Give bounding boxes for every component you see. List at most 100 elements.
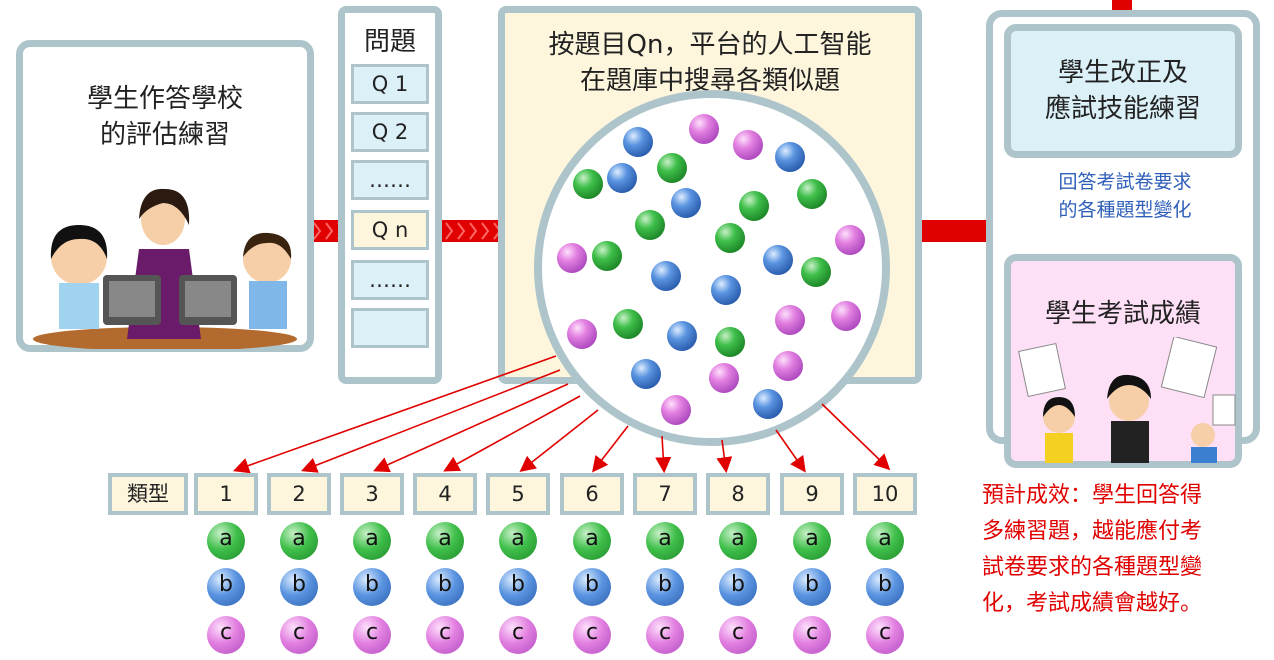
question-item-n[interactable]: Q n xyxy=(351,210,429,250)
arrow-4 xyxy=(443,395,581,472)
arrow-1 xyxy=(232,355,557,474)
type-6-ball-a: a xyxy=(573,522,611,560)
boy-head xyxy=(243,235,291,283)
bank-ball xyxy=(635,210,665,240)
type-5-ball-c: c xyxy=(499,616,537,654)
bank-ball xyxy=(753,389,783,419)
bank-ball xyxy=(773,351,803,381)
bank-ball xyxy=(775,142,805,172)
type-6-ball-b: b xyxy=(573,568,611,606)
type-2[interactable]: 2 xyxy=(267,473,331,515)
small-kid-shirt xyxy=(1191,447,1217,463)
correction-panel: 學生改正及 應試技能練習 xyxy=(1004,24,1242,158)
type-1-ball-b: b xyxy=(207,568,245,606)
type-7-ball-c: c xyxy=(646,616,684,654)
type-8-ball-a: a xyxy=(719,522,757,560)
type-4[interactable]: 4 xyxy=(413,473,477,515)
questions-title: 問題 xyxy=(363,27,416,57)
type-1[interactable]: 1 xyxy=(194,473,258,515)
retrieval-arrows xyxy=(232,355,891,474)
question-item-6[interactable] xyxy=(351,308,429,348)
arrow-10 xyxy=(821,403,891,471)
type-8[interactable]: 8 xyxy=(706,473,770,515)
bank-ball xyxy=(715,223,745,253)
type-6-ball-c: c xyxy=(573,616,611,654)
type-7[interactable]: 7 xyxy=(633,473,697,515)
arrow-6 xyxy=(592,425,629,473)
type-3[interactable]: 3 xyxy=(340,473,404,515)
bank-ball xyxy=(775,305,805,335)
monitor-right-screen xyxy=(185,281,231,317)
question-item-2[interactable]: Q 2 xyxy=(351,112,429,152)
type-5[interactable]: 5 xyxy=(486,473,550,515)
bank-ball xyxy=(607,163,637,193)
boy-head xyxy=(1109,381,1149,421)
small-kid-head xyxy=(1191,423,1215,447)
type-2-ball-a: a xyxy=(280,522,318,560)
correction-line2: 應試技能練習 xyxy=(1044,94,1201,124)
outcome-line1: 預計成效：學生回答得 xyxy=(982,483,1203,508)
type-4-ball-a: a xyxy=(426,522,464,560)
type-2-ball-c: c xyxy=(280,616,318,654)
student-panel: 學生作答學校 的評估練習 xyxy=(16,40,314,352)
bar-left xyxy=(312,220,346,242)
bank-ball xyxy=(557,243,587,273)
exam-paper-left xyxy=(1018,342,1066,398)
arrow-2 xyxy=(301,369,561,473)
arrow-7 xyxy=(655,435,672,474)
bank-ball xyxy=(733,130,763,160)
bar-mid xyxy=(442,220,498,242)
girl-shirt xyxy=(1045,433,1073,463)
girl-body xyxy=(59,283,99,329)
type-1-ball-a: a xyxy=(207,522,245,560)
girl-head xyxy=(1043,401,1075,433)
variety-line2: 的各種題型變化 xyxy=(1058,199,1192,221)
bank-ball xyxy=(797,179,827,209)
bank-ball xyxy=(715,327,745,357)
type-8-ball-b: b xyxy=(719,568,757,606)
student-panel-title: 學生作答學校 的評估練習 xyxy=(23,81,307,153)
type-10-ball-c: c xyxy=(866,616,904,654)
bank-ball xyxy=(709,363,739,393)
boy-shirt xyxy=(1111,421,1149,463)
type-9[interactable]: 9 xyxy=(780,473,844,515)
type-3-ball-c: c xyxy=(353,616,391,654)
bank-ball xyxy=(689,114,719,144)
type-3-ball-b: b xyxy=(353,568,391,606)
type-9-ball-b: b xyxy=(793,568,831,606)
question-variety-note: 回答考試卷要求 的各種題型變化 xyxy=(1010,168,1240,224)
bank-ball xyxy=(739,191,769,221)
student-panel-line1: 學生作答學校 xyxy=(86,84,243,114)
correction-line1: 學生改正及 xyxy=(1057,58,1188,88)
type-6[interactable]: 6 xyxy=(560,473,624,515)
outcome-line2: 多練習題，越能應付考 xyxy=(982,519,1203,544)
boy-hair xyxy=(243,232,292,259)
bank-circle xyxy=(534,90,890,446)
bank-ball xyxy=(667,321,697,351)
girl-head xyxy=(51,229,107,285)
type-10-ball-a: a xyxy=(866,522,904,560)
exam-paper-small xyxy=(1212,394,1236,426)
type-9-ball-c: c xyxy=(793,616,831,654)
type-label: 類型 xyxy=(108,473,188,515)
girl-hair xyxy=(50,225,108,259)
type-10-ball-b: b xyxy=(866,568,904,606)
question-item-1[interactable]: Q 1 xyxy=(351,64,429,104)
bank-ball xyxy=(567,319,597,349)
type-2-ball-b: b xyxy=(280,568,318,606)
type-10[interactable]: 10 xyxy=(853,473,917,515)
bank-ball xyxy=(671,188,701,218)
type-9-ball-a: a xyxy=(793,522,831,560)
outcome-line3: 試卷要求的各種題型變 xyxy=(982,555,1203,580)
bank-ball xyxy=(661,395,691,425)
question-item-3[interactable]: …… xyxy=(351,160,429,200)
bar-right xyxy=(920,220,988,242)
question-item-5[interactable]: …… xyxy=(351,260,429,300)
type-5-ball-a: a xyxy=(499,522,537,560)
type-7-ball-b: b xyxy=(646,568,684,606)
results-panel: 學生考試成績 xyxy=(1004,254,1242,468)
arrow-8 xyxy=(716,439,733,474)
type-7-ball-a: a xyxy=(646,522,684,560)
type-3-ball-a: a xyxy=(353,522,391,560)
